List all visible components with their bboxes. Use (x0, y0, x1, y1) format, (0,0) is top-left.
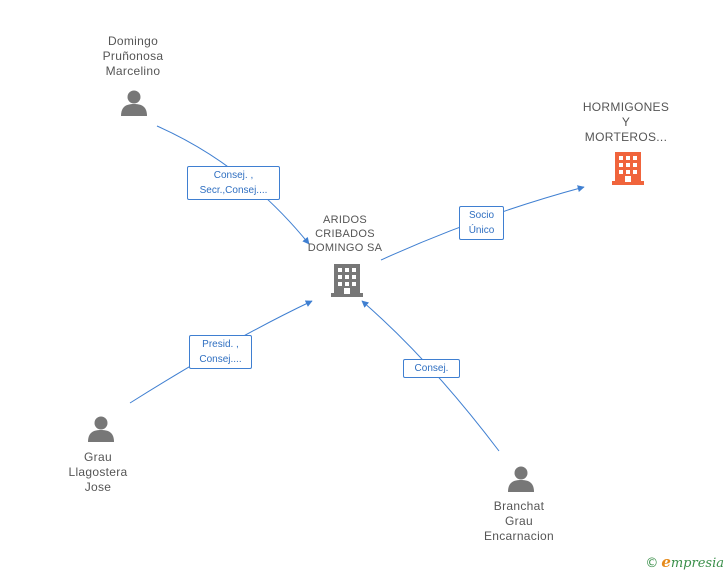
edge-label-line1: Consej. , (213, 170, 254, 181)
node-aridos-line2: CRIBADOS (315, 228, 375, 240)
edge-label-line2: Secr.,Consej.... (199, 185, 268, 196)
node-domingo-label[interactable]: Domingo Pruñonosa Marcelino (83, 34, 183, 79)
edge-label-grau-aridos[interactable]: Presid. , Consej.... (189, 335, 252, 369)
brand-name: mpresia (670, 556, 724, 571)
node-hormigones-label[interactable]: HORMIGONES Y MORTEROS... (571, 100, 681, 145)
edge-label-line1: Presid. , (202, 339, 239, 350)
node-domingo-line1: Domingo (107, 34, 159, 48)
building-icon[interactable] (330, 262, 364, 298)
node-hormigones-line1: HORMIGONES (582, 100, 670, 114)
node-aridos-line3: DOMINGO SA (307, 242, 383, 254)
edge-label-branchat-aridos[interactable]: Consej. (403, 359, 460, 378)
node-branchat-line3: Encarnacion (483, 529, 554, 543)
person-icon[interactable] (506, 464, 536, 494)
node-aridos-line1: ARIDOS (323, 214, 367, 226)
edge-label-line2: Consej.... (199, 354, 242, 365)
node-hormigones-line2: Y (621, 115, 631, 129)
edge-label-line2: Único (468, 225, 495, 236)
person-icon[interactable] (86, 414, 116, 444)
node-domingo-line2: Pruñonosa (102, 49, 164, 63)
edge-label-aridos-hormigones[interactable]: Socio Único (459, 206, 504, 240)
node-branchat-line2: Grau (505, 514, 533, 528)
node-grau-line2: Llagostera (68, 465, 128, 479)
node-grau-label[interactable]: Grau Llagostera Jose (48, 450, 148, 495)
copyright-icon: © (645, 556, 659, 571)
node-branchat-line1: Branchat (493, 499, 545, 513)
node-domingo-line3: Marcelino (105, 64, 161, 78)
brand-footer: ©empresia (645, 553, 724, 571)
node-aridos-label[interactable]: ARIDOS CRIBADOS DOMINGO SA (295, 213, 395, 255)
edge-label-line1: Socio (468, 210, 494, 221)
node-grau-line3: Jose (84, 480, 112, 494)
person-icon[interactable] (119, 88, 149, 118)
brand-initial: e (661, 553, 671, 571)
node-hormigones-line3: MORTEROS... (584, 130, 668, 144)
building-icon[interactable] (611, 150, 645, 186)
node-grau-line1: Grau (84, 450, 112, 464)
edge-label-domingo-aridos[interactable]: Consej. , Secr.,Consej.... (187, 166, 280, 200)
edge-label-line1: Consej. (414, 363, 449, 374)
node-branchat-label[interactable]: Branchat Grau Encarnacion (469, 499, 569, 544)
